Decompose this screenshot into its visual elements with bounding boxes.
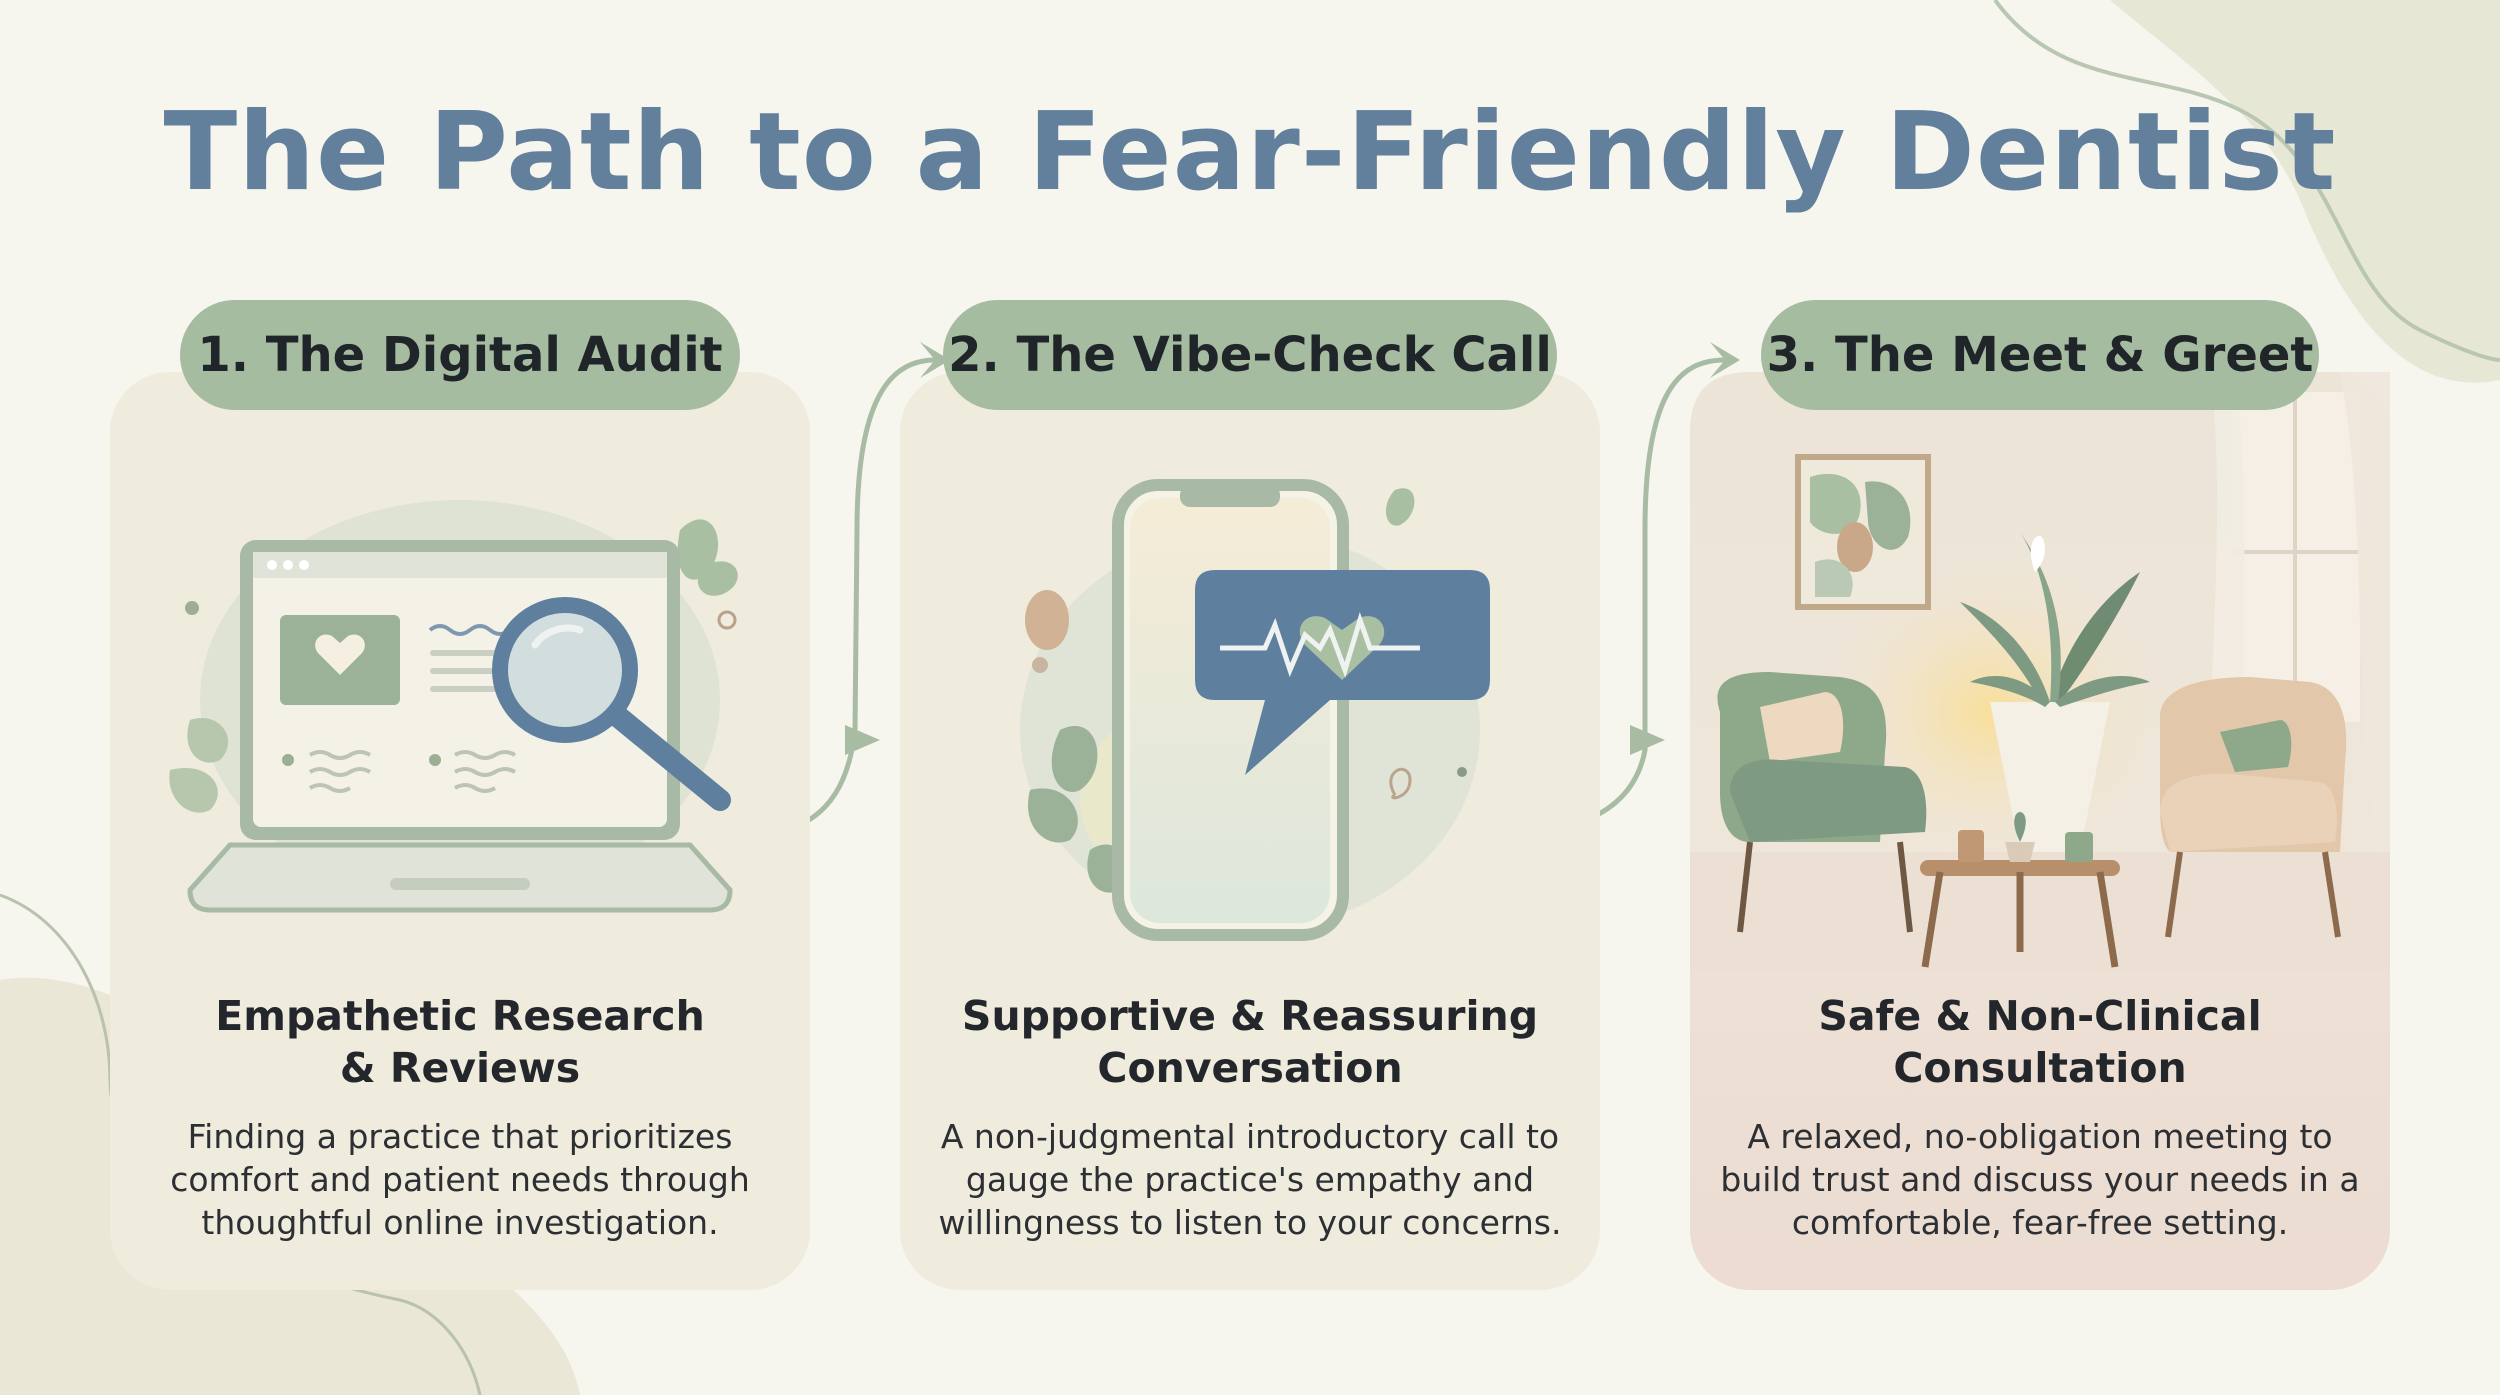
step-heading-1: Empathetic Research & Reviews bbox=[110, 990, 810, 1094]
step-description-2-line-2: gauge the practice's empathy and bbox=[965, 1160, 1535, 1199]
laptop-magnifier-icon bbox=[169, 500, 738, 913]
step-description-3-line-2: build trust and discuss your needs in a bbox=[1720, 1160, 2360, 1199]
step-heading-1-line-2: & Reviews bbox=[339, 1044, 581, 1092]
step-description-3: A relaxed, no-obligation meeting to buil… bbox=[1690, 1115, 2390, 1244]
step-description-2-line-1: A non-judgmental introductory call to bbox=[940, 1117, 1560, 1156]
step-description-3-line-3: comfortable, fear-free setting. bbox=[1791, 1203, 2289, 1242]
step-description-3-line-1: A relaxed, no-obligation meeting to bbox=[1747, 1117, 2333, 1156]
page-title: The Path to a Fear-Friendly Dentist bbox=[163, 90, 2337, 215]
step-description-1-line-2: comfort and patient needs through bbox=[170, 1160, 750, 1199]
step-description-1-line-3: thoughtful online investigation. bbox=[201, 1203, 719, 1242]
step-label-3: 3. The Meet & Greet bbox=[1761, 300, 2319, 410]
lounge-room-icon bbox=[1690, 372, 2390, 972]
step-heading-3-line-2: Consultation bbox=[1893, 1044, 2187, 1092]
step-heading-2-line-1: Supportive & Reassuring bbox=[961, 992, 1539, 1040]
phone-heartbeat-icon bbox=[1020, 479, 1490, 941]
step-heading-2: Supportive & Reassuring Conversation bbox=[900, 990, 1600, 1094]
step-heading-3: Safe & Non-Clinical Consultation bbox=[1690, 990, 2390, 1094]
step-label-1: 1. The Digital Audit bbox=[180, 300, 740, 410]
step-heading-1-line-1: Empathetic Research bbox=[215, 992, 705, 1040]
step-heading-2-line-2: Conversation bbox=[1097, 1044, 1403, 1092]
step-description-1-line-1: Finding a practice that prioritizes bbox=[187, 1117, 733, 1156]
step-heading-3-line-1: Safe & Non-Clinical bbox=[1818, 992, 2262, 1040]
step-description-2-line-3: willingness to listen to your concerns. bbox=[938, 1203, 1562, 1242]
step-description-1: Finding a practice that prioritizes comf… bbox=[110, 1115, 810, 1244]
step-description-2: A non-judgmental introductory call to ga… bbox=[900, 1115, 1600, 1244]
step-label-2: 2. The Vibe-Check Call bbox=[943, 300, 1557, 410]
